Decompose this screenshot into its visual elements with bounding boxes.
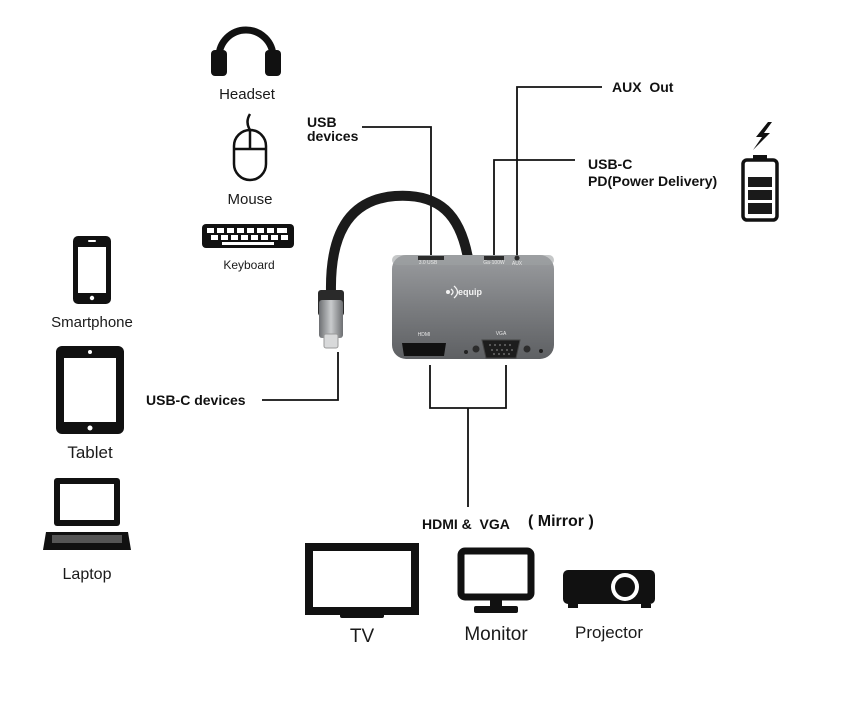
- monitor-icon: [457, 547, 535, 613]
- usb-c-devices-line: [262, 352, 339, 401]
- usb-devices-label-line2: devices: [307, 128, 359, 144]
- keyboard-icon: [202, 224, 294, 248]
- aux-out-line: [516, 86, 602, 258]
- smartphone-label: Smartphone: [51, 314, 133, 331]
- mirror-label: ( Mirror ): [528, 513, 594, 530]
- adapter-hdmi-port-label: HDMI: [417, 332, 431, 338]
- adapter-pd-port-label: Ga·100W: [483, 260, 505, 266]
- tv-label: TV: [349, 626, 375, 647]
- keyboard-label: Keyboard: [223, 258, 275, 272]
- usb-c-pd-line: [493, 159, 575, 258]
- projector-icon: [563, 570, 655, 608]
- usb-c-pd-label-line2: PD(Power Delivery): [588, 173, 718, 189]
- usb-devices-label-line1: USB: [307, 114, 337, 130]
- mouse-label: Mouse: [227, 191, 273, 208]
- projector-label: Projector: [574, 623, 644, 642]
- battery-icon: [741, 155, 779, 222]
- usb-c-cable: [318, 190, 473, 349]
- adapter-brand-label: equip: [458, 287, 482, 297]
- hdmi-vga-label: HDMI & VGA: [422, 516, 510, 532]
- headset-label: Headset: [219, 86, 275, 103]
- laptop-icon: [43, 478, 131, 550]
- connector-lines: [262, 86, 602, 507]
- usb-devices-line: [362, 126, 432, 258]
- aux-out-label: AUX Out: [612, 79, 674, 95]
- hdmi-vga-bracket: [429, 365, 507, 409]
- monitor-label: Monitor: [464, 624, 528, 645]
- usb-c-devices-label: USB-C devices: [146, 392, 246, 408]
- headset-icon: [211, 26, 281, 76]
- mouse-icon: [232, 113, 268, 182]
- adapter-aux-port-label: AUX: [511, 261, 523, 267]
- usb-c-pd-label-line1: USB-C: [588, 156, 633, 172]
- adapter-hub: [392, 255, 554, 359]
- tablet-icon: [56, 346, 124, 434]
- adapter-vga-port-label: VGA: [495, 331, 507, 337]
- smartphone-icon: [73, 236, 111, 304]
- lightning-icon: [753, 122, 772, 150]
- tv-icon: [305, 543, 419, 618]
- tablet-label: Tablet: [67, 443, 113, 462]
- laptop-label: Laptop: [62, 566, 112, 583]
- adapter-usb-port-label: 3.0 USB: [418, 260, 438, 266]
